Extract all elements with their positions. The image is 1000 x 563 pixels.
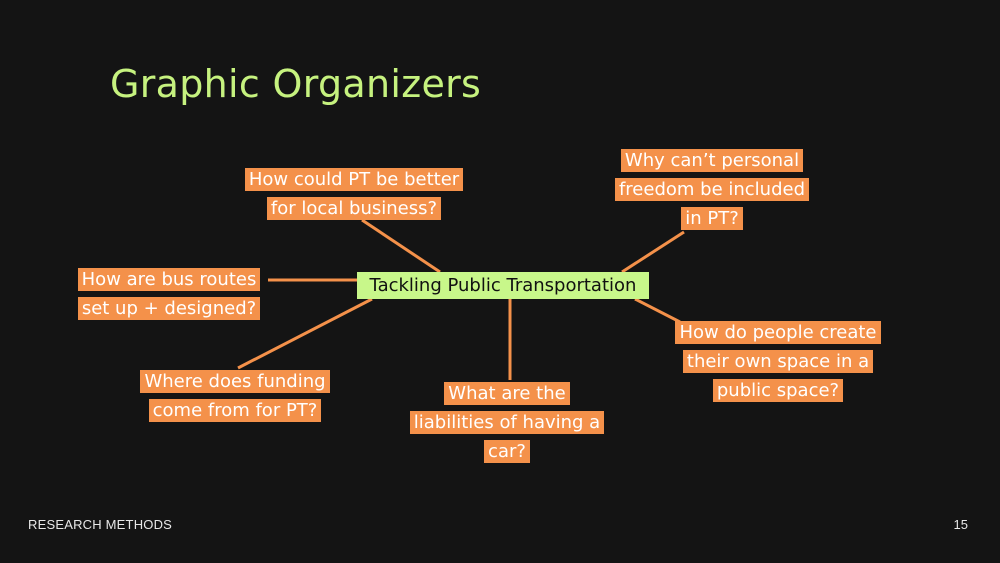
node-line: Why can’t personal: [620, 149, 804, 172]
node-line: for local business?: [266, 197, 442, 220]
node-bus-routes: How are bus routes set up + designed?: [62, 265, 276, 323]
node-line: What are the: [444, 382, 570, 405]
node-line: public space?: [712, 379, 844, 402]
connector-local-business: [361, 218, 441, 274]
central-topic: Tackling Public Transportation: [357, 272, 649, 299]
node-line: their own space in a: [682, 350, 874, 373]
footer-label: RESEARCH METHODS: [28, 517, 173, 532]
node-personal-freedom: Why can’t personal freedom be included i…: [602, 146, 822, 233]
node-funding: Where does funding come from for PT?: [120, 367, 350, 425]
slide-title: Graphic Organizers: [110, 62, 482, 106]
node-car-liabilities: What are the liabilities of having a car…: [398, 379, 616, 466]
node-line: How do people create: [675, 321, 881, 344]
node-local-business: How could PT be better for local busines…: [232, 165, 476, 223]
node-own-space: How do people create their own space in …: [664, 318, 892, 405]
node-line: Where does funding: [140, 370, 330, 393]
node-line: in PT?: [681, 207, 743, 230]
node-line: liabilities of having a: [409, 411, 605, 434]
node-line: freedom be included: [614, 178, 810, 201]
connector-own-space: [634, 297, 681, 324]
connector-funding: [237, 297, 373, 370]
page-number: 15: [953, 517, 968, 532]
node-line: set up + designed?: [77, 297, 261, 320]
node-line: How are bus routes: [77, 268, 261, 291]
node-line: How could PT be better: [244, 168, 464, 191]
node-line: come from for PT?: [148, 399, 322, 422]
connector-personal-freedom: [621, 230, 685, 274]
node-line: car?: [484, 440, 530, 463]
